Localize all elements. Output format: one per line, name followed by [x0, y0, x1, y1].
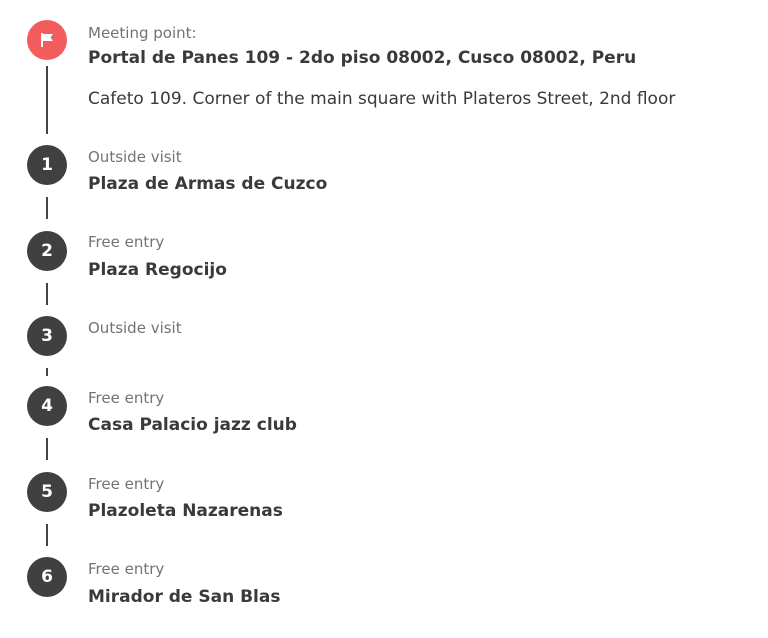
stop-type-2: Free entry [88, 233, 165, 251]
stop-marker-1: 1 [27, 145, 67, 185]
stop-name-1: Plaza de Armas de Cuzco [88, 174, 328, 194]
stop-marker-3: 3 [27, 316, 67, 356]
meeting-point-label: Meeting point: [88, 24, 197, 42]
timeline-connector [46, 524, 48, 546]
timeline-connector [46, 197, 48, 219]
meeting-point-address: Portal de Panes 109 - 2do piso 08002, Cu… [88, 48, 637, 68]
stop-marker-5: 5 [27, 472, 67, 512]
timeline-connector [46, 438, 48, 460]
stop-marker-2: 2 [27, 231, 67, 271]
stop-marker-4: 4 [27, 386, 67, 426]
stop-marker-6: 6 [27, 557, 67, 597]
stop-name-5: Plazoleta Nazarenas [88, 501, 283, 521]
stop-type-5: Free entry [88, 475, 165, 493]
stop-name-4: Casa Palacio jazz club [88, 415, 297, 435]
timeline-connector [46, 283, 48, 305]
stop-type-4: Free entry [88, 389, 165, 407]
stop-type-3: Outside visit [88, 319, 182, 337]
stop-name-6: Mirador de San Blas [88, 587, 281, 607]
stop-type-1: Outside visit [88, 148, 182, 166]
timeline-connector [46, 368, 48, 376]
meeting-point-description: Cafeto 109. Corner of the main square wi… [88, 89, 676, 109]
stop-name-2: Plaza Regocijo [88, 260, 227, 280]
flag-icon [39, 32, 55, 48]
stop-type-6: Free entry [88, 560, 165, 578]
meeting-point-marker [27, 20, 67, 60]
timeline-connector [46, 66, 48, 134]
